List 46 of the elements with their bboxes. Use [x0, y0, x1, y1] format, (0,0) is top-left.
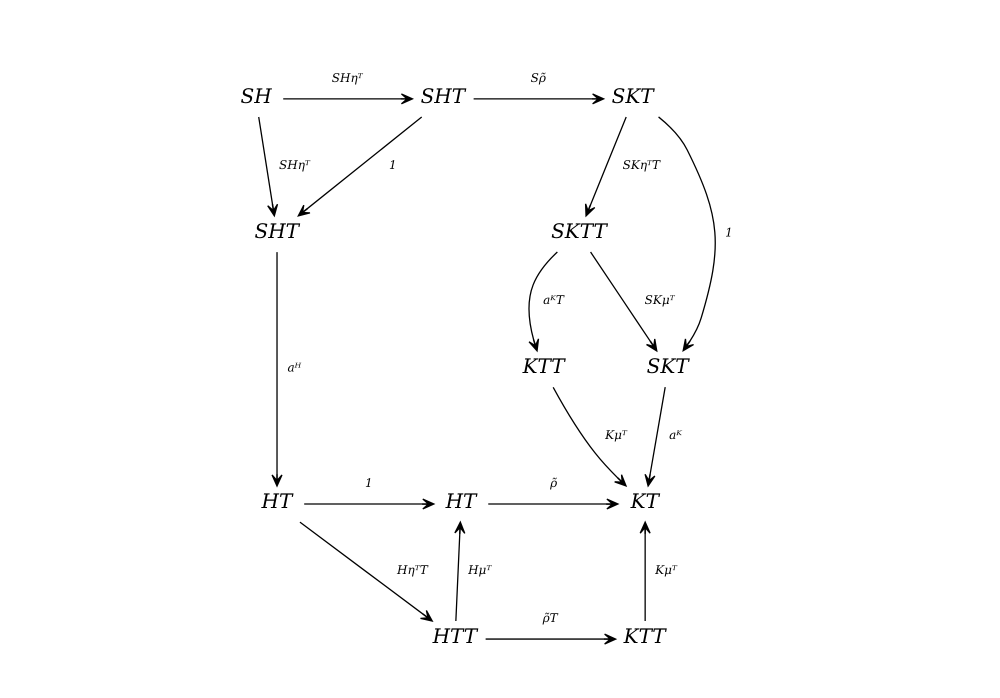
- node-text: HTT: [432, 624, 477, 648]
- arrow: [304, 498, 434, 510]
- arrow: [584, 116, 626, 216]
- arrow: [299, 521, 432, 622]
- node-text: SHT: [420, 83, 465, 108]
- node-text: KTT: [522, 353, 564, 378]
- edge-label: Kμᵀ: [604, 428, 626, 442]
- arrow: [473, 92, 604, 104]
- arrow: [258, 116, 278, 216]
- edge-label: Hμᵀ: [468, 562, 491, 577]
- arrow: [590, 251, 657, 352]
- edge-label: Kμᵀ: [654, 562, 676, 577]
- edge-label: SHηᵀ: [278, 157, 310, 172]
- edge-label: SKηᵀT: [622, 157, 660, 172]
- edge-label: aᴷT: [542, 292, 564, 307]
- edge-label: 1: [724, 225, 732, 240]
- arrow: [454, 521, 465, 621]
- arrow: [488, 498, 618, 510]
- arrow: [270, 252, 282, 486]
- edge-label: SHηᵀ: [331, 70, 362, 84]
- arrow: [552, 386, 626, 486]
- arrow: [528, 251, 558, 351]
- node-text: SHT: [254, 218, 298, 242]
- edge-label: aᴴ: [287, 360, 301, 374]
- arrow: [297, 116, 422, 216]
- edge-label: Sρ̃: [530, 70, 546, 84]
- node-text: KTT: [623, 624, 666, 648]
- edge-label: aᴷ: [668, 428, 682, 442]
- node-text: KT: [630, 488, 658, 513]
- edge-label: 1: [388, 157, 396, 172]
- node-text: HT: [445, 488, 476, 513]
- edge-label: HηᵀT: [396, 562, 428, 577]
- node-text: SKT: [646, 353, 688, 378]
- node-text: SKT: [611, 83, 654, 108]
- arrow: [644, 386, 666, 486]
- arrow: [282, 92, 413, 104]
- edge-label: 1: [364, 476, 372, 490]
- arrow: [639, 521, 650, 620]
- arrow: [658, 116, 716, 351]
- node-text: SKTT: [550, 218, 606, 242]
- node-text: SH: [240, 83, 272, 108]
- node-text: HT: [261, 488, 292, 513]
- edge-label: ρ̃: [550, 476, 557, 490]
- arrow: [485, 632, 616, 644]
- edge-label: ρ̃T: [542, 610, 558, 625]
- edge-label: SKμᵀ: [644, 292, 674, 307]
